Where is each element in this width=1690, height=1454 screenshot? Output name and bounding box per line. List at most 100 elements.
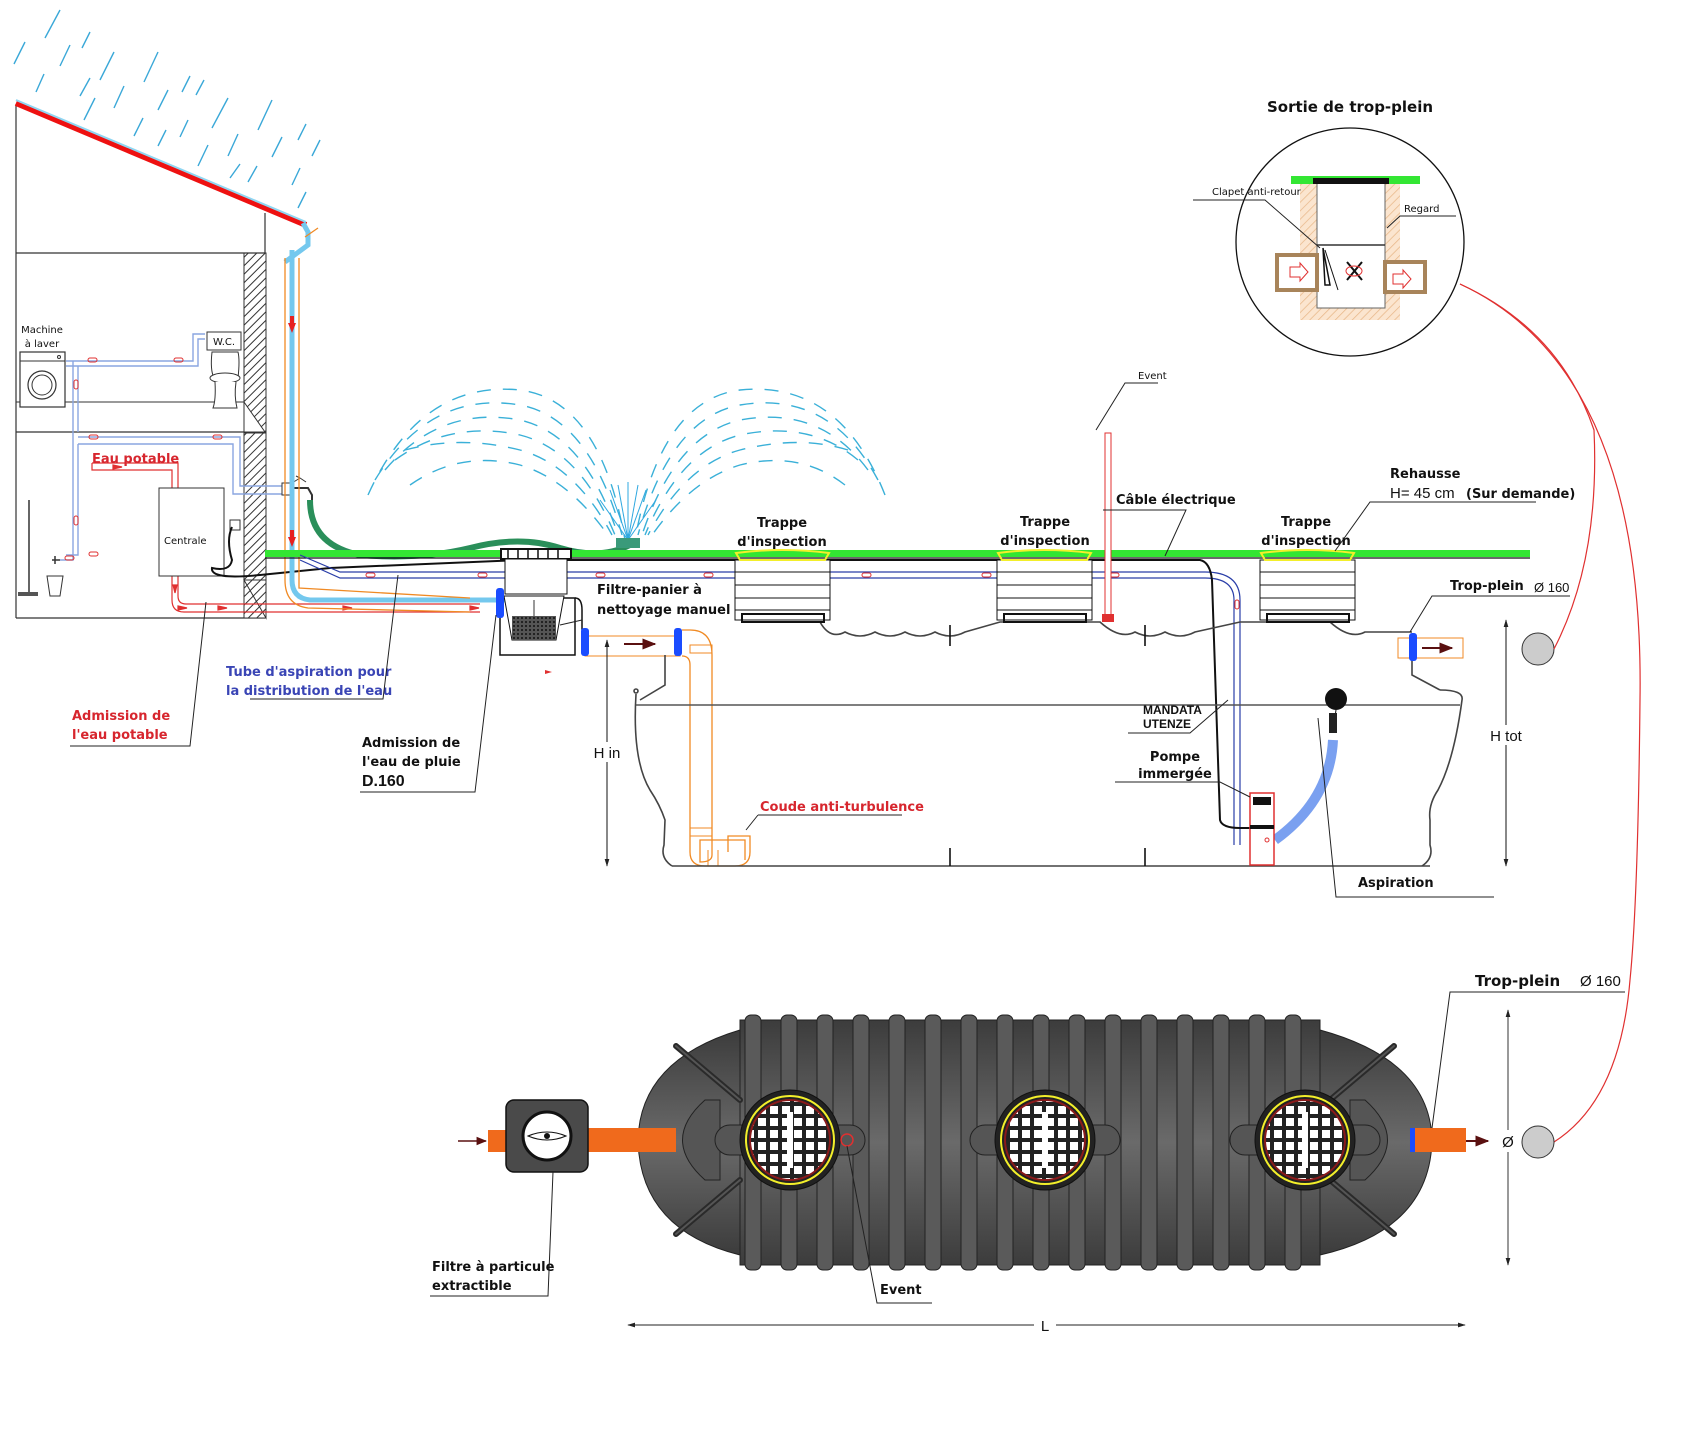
dimension-h-in: H in xyxy=(590,639,624,867)
pompe-immergee-line1: Pompe xyxy=(1150,750,1200,765)
rehausse-note: (Sur demande) xyxy=(1466,487,1575,502)
wc-label: W.C. xyxy=(213,337,235,348)
washing-machine-label2: à laver xyxy=(25,338,60,350)
mandata-utenze-line1: MANDATA xyxy=(1143,703,1202,717)
overflow-outlet-top xyxy=(1410,1125,1555,1159)
manhole-cover-1 xyxy=(714,1089,866,1191)
rain-drops xyxy=(13,9,321,209)
rain-downpipe xyxy=(284,250,520,613)
trappe-2-line2: d'inspection xyxy=(1000,534,1089,549)
aspiration-label: Aspiration xyxy=(1358,876,1434,891)
manhole-cover-2 xyxy=(969,1089,1121,1191)
overflow-section-circle xyxy=(1521,632,1555,666)
tap-inside xyxy=(18,500,64,597)
centrale-label: Centrale xyxy=(164,536,207,547)
trop-plein-side-diameter: Ø 160 xyxy=(1534,580,1569,595)
event-bottom-label: Event xyxy=(880,1283,922,1298)
admission-eau-potable-label: Admission de xyxy=(72,709,170,724)
dimension-h-tot: H tot xyxy=(1485,619,1529,867)
toilet: W.C. xyxy=(206,331,242,409)
house-distribution-pipes xyxy=(60,333,290,561)
garden-hose xyxy=(307,499,632,560)
tank-rib xyxy=(1212,1014,1230,1271)
mandata-utenze-line2: UTENZE xyxy=(1143,717,1191,731)
trappe-3-line2: d'inspection xyxy=(1261,534,1350,549)
overflow-detail-inset xyxy=(1235,127,1465,357)
mandata-utenze-label: MANDATA xyxy=(1143,703,1202,717)
filtre-particule-label2: extractible xyxy=(432,1279,512,1294)
rehausse-label: Rehausse xyxy=(1390,467,1461,482)
admission-eau-pluie-label: Admission de xyxy=(362,736,460,751)
submersible-pump xyxy=(1249,688,1347,866)
trappe-1-label: Trappe xyxy=(757,516,807,531)
washing-machine-label-line2: à laver xyxy=(25,338,60,350)
manhole-covers-top xyxy=(714,1089,1381,1191)
tube-aspiration-line1: Tube d'aspiration pour xyxy=(226,665,392,680)
trappe-1-line1: Trappe xyxy=(757,516,807,531)
filtre-panier-line2: nettoyage manuel xyxy=(597,603,730,618)
filtre-panier-label2: nettoyage manuel xyxy=(597,603,730,618)
trop-plein-bottom-diameter: Ø 160 xyxy=(1580,973,1621,990)
event-top-label: Event xyxy=(1138,371,1167,382)
admission-eau-pluie-diameter: D.160 xyxy=(362,773,405,790)
overflow-outlet-side xyxy=(1397,633,1464,661)
eau-potable-label: Eau potable xyxy=(92,452,179,467)
washing-machine: Machine à laver xyxy=(19,325,66,408)
ground-grass xyxy=(265,550,1530,557)
pompe-immergee-line2: immergée xyxy=(1138,767,1212,782)
trappe-2-label2: d'inspection xyxy=(1000,534,1089,549)
trappe-1-label2: d'inspection xyxy=(737,535,826,550)
electric-cable xyxy=(520,559,1255,829)
admission-eau-potable-line2: l'eau potable xyxy=(72,728,168,743)
washing-machine-label-line1: Machine xyxy=(21,325,63,336)
coude-anti-turbulence-label: Coude anti-turbulence xyxy=(760,800,924,815)
tank-rib xyxy=(1140,1014,1158,1271)
clapet-anti-retour-label: Clapet anti-retour xyxy=(1212,187,1302,198)
tank-rib xyxy=(888,1014,906,1271)
admission-eau-pluie-label2: l'eau de pluie xyxy=(362,755,461,770)
distribution-suction-pipe xyxy=(299,554,1241,845)
trappe-3-label: Trappe xyxy=(1281,515,1331,530)
trappe-2-label: Trappe xyxy=(1020,515,1070,530)
tube-aspiration-line2: la distribution de l'eau xyxy=(226,684,392,699)
control-unit-centrale: Centrale xyxy=(158,487,521,578)
trappe-3-line1: Trappe xyxy=(1281,515,1331,530)
particle-filter-top xyxy=(458,1099,676,1173)
rehausse-height: H= 45 cm xyxy=(1390,485,1455,502)
trop-plein-bottom-label: Trop-plein xyxy=(1475,972,1560,990)
filtre-panier-line1: Filtre-panier à xyxy=(597,583,702,598)
trop-plein-side-label: Trop-plein xyxy=(1450,579,1524,594)
inspection-riser-1 xyxy=(734,549,831,623)
manhole-cover-3 xyxy=(1229,1089,1381,1191)
admission-eau-pluie-line1: Admission de xyxy=(362,736,460,751)
tube-aspiration-label: Tube d'aspiration pour xyxy=(226,665,392,680)
h-in-label: H in xyxy=(594,745,621,762)
tube-aspiration-label2: la distribution de l'eau xyxy=(226,684,392,699)
detail-connector-curve-2 xyxy=(1459,283,1596,650)
detail-title: Sortie de trop-plein xyxy=(1267,98,1433,116)
inspection-riser-3 xyxy=(1259,549,1356,623)
tank-rib xyxy=(1176,1014,1194,1271)
diameter-label: Ø xyxy=(1502,1134,1514,1151)
dimension-diameter: Ø xyxy=(1496,1009,1520,1266)
washing-machine-label: Machine xyxy=(21,325,63,336)
inspection-riser-2 xyxy=(996,549,1093,623)
pompe-immergee-label: Pompe xyxy=(1150,750,1200,765)
sprinkler-spray xyxy=(367,388,886,548)
trappe-2-line1: Trappe xyxy=(1020,515,1070,530)
h-tot-label: H tot xyxy=(1490,728,1523,745)
filtre-particule-line1: Filtre à particule xyxy=(432,1260,555,1275)
regard-label: Regard xyxy=(1404,204,1439,215)
tank-rib xyxy=(924,1014,942,1271)
admission-eau-pluie-line2: l'eau de pluie xyxy=(362,755,461,770)
garden-tap xyxy=(281,475,313,500)
trappe-3-label2: d'inspection xyxy=(1261,534,1350,549)
dimension-length: L xyxy=(627,1314,1466,1336)
pompe-immergee-label2: immergée xyxy=(1138,767,1212,782)
filtre-particule-line2: extractible xyxy=(432,1279,512,1294)
detail-connector-curve xyxy=(1459,283,1641,1143)
filtre-panier-label: Filtre-panier à xyxy=(597,583,702,598)
filtre-particule-label: Filtre à particule xyxy=(432,1260,555,1275)
mandata-utenze-label2: UTENZE xyxy=(1143,717,1191,731)
